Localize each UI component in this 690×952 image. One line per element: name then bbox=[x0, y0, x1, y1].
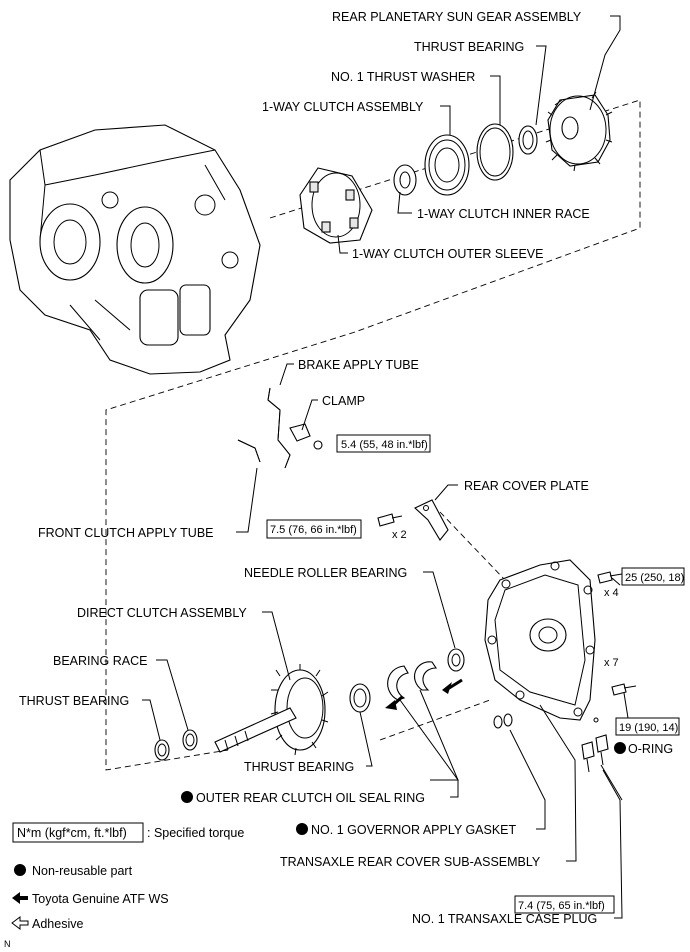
legend-torque-box-text: N*m (kgf*cm, ft.*lbf) bbox=[17, 826, 127, 840]
torque-box-cover-bolt-a bbox=[621, 567, 685, 586]
label-needle-roller: NEEDLE ROLLER BEARING bbox=[244, 566, 407, 580]
legend-nonreusable-icon bbox=[14, 864, 26, 876]
transaxle-rear-cover bbox=[484, 559, 596, 721]
torque-plate-bolt: 7.5 (76, 66 in.*lbf) bbox=[270, 524, 357, 536]
torque-cover-bolt-a: 25 (250, 18) bbox=[625, 572, 684, 584]
legend-nonreusable-text: Non-reusable part bbox=[32, 864, 133, 878]
legend-adhesive-text: Adhesive bbox=[32, 917, 83, 931]
label-oneway-inner-race: 1-WAY CLUTCH INNER RACE bbox=[417, 207, 590, 221]
rear-cover-plate bbox=[414, 499, 449, 541]
label-rear-cover-plate: REAR COVER PLATE bbox=[464, 479, 589, 493]
oneway-clutch-inner-race bbox=[393, 164, 417, 196]
label-front-clutch-tube: FRONT CLUTCH APPLY TUBE bbox=[38, 526, 214, 540]
legend-atf-text: Toyota Genuine ATF WS bbox=[32, 892, 169, 906]
torque-box-plug bbox=[514, 895, 615, 914]
count-cover-bolt-b: x 7 bbox=[604, 657, 619, 669]
label-oring: O-RING bbox=[628, 742, 673, 756]
clamp-part bbox=[289, 423, 323, 450]
rear-planetary-sun-gear bbox=[545, 91, 613, 172]
label-thrust-bearing-top: THRUST BEARING bbox=[414, 40, 524, 54]
oneway-clutch-assembly bbox=[424, 134, 470, 196]
governor-apply-gaskets bbox=[493, 713, 513, 729]
label-case-plug: NO. 1 TRANSAXLE CASE PLUG bbox=[412, 912, 597, 926]
torque-box-plate-bolt bbox=[266, 519, 362, 539]
label-clamp: CLAMP bbox=[322, 394, 365, 408]
bearing-race bbox=[182, 729, 198, 751]
label-bearing-race: BEARING RACE bbox=[53, 654, 147, 668]
outer-seal-rings bbox=[387, 661, 438, 701]
legend-torque-text: : Specified torque bbox=[147, 826, 244, 840]
torque-box-clamp-bolt bbox=[336, 434, 431, 453]
label-governor-gasket: NO. 1 GOVERNOR APPLY GASKET bbox=[311, 823, 517, 837]
front-clutch-apply-tube bbox=[237, 439, 261, 463]
leader-lines bbox=[142, 15, 623, 919]
label-outer-seal: OUTER REAR CLUTCH OIL SEAL RING bbox=[196, 791, 425, 805]
transaxle-case-illustration bbox=[9, 124, 261, 375]
atf-arrows bbox=[385, 678, 463, 710]
torque-plug: 7.4 (75, 65 in.*lbf) bbox=[518, 900, 605, 912]
legend-adhesive-icon bbox=[11, 916, 29, 930]
corner-mark: N bbox=[4, 939, 11, 949]
label-rear-planetary: REAR PLANETARY SUN GEAR ASSEMBLY bbox=[332, 10, 582, 24]
count-cover-bolt-a: x 4 bbox=[604, 587, 619, 599]
label-brake-apply-tube: BRAKE APPLY TUBE bbox=[298, 358, 419, 372]
needle-roller-bearing bbox=[447, 648, 465, 672]
nonreusable-markers bbox=[181, 742, 626, 835]
legend-torque-box bbox=[12, 822, 144, 843]
count-plate-bolt: x 2 bbox=[392, 529, 407, 541]
torque-values: 5.4 (55, 48 in.*lbf) 7.5 (76, 66 in.*lbf… bbox=[270, 439, 684, 912]
torque-boxes bbox=[12, 434, 685, 914]
plate-bolt bbox=[377, 513, 403, 527]
brake-apply-tube bbox=[267, 387, 291, 469]
legend: N*m (kgf*cm, ft.*lbf) : Specified torque… bbox=[4, 826, 244, 949]
oneway-clutch-outer-sleeve bbox=[299, 167, 373, 244]
cover-bolts bbox=[597, 571, 637, 696]
thrust-bearing-mid bbox=[349, 683, 371, 713]
torque-box-cover-bolt-b bbox=[615, 717, 680, 736]
torque-clamp-bolt: 5.4 (55, 48 in.*lbf) bbox=[341, 439, 428, 451]
direct-clutch-assembly bbox=[214, 664, 329, 756]
label-thrust-washer: NO. 1 THRUST WASHER bbox=[331, 70, 475, 84]
thrust-bearing-left bbox=[154, 739, 170, 761]
thrust-bearing-top bbox=[518, 125, 538, 155]
legend-atf-icon bbox=[12, 892, 28, 904]
no1-thrust-washer bbox=[476, 123, 514, 181]
transaxle-case-plugs bbox=[581, 717, 609, 773]
label-oneway-clutch-asm: 1-WAY CLUTCH ASSEMBLY bbox=[262, 100, 424, 114]
torque-cover-bolt-b: 19 (190, 14) bbox=[619, 722, 678, 734]
label-thrust-bearing-left: THRUST BEARING bbox=[19, 694, 129, 708]
label-direct-clutch: DIRECT CLUTCH ASSEMBLY bbox=[77, 606, 247, 620]
label-thrust-bearing-mid: THRUST BEARING bbox=[244, 760, 354, 774]
part-labels: REAR PLANETARY SUN GEAR ASSEMBLY THRUST … bbox=[19, 10, 673, 926]
label-rear-cover-asm: TRANSAXLE REAR COVER SUB-ASSEMBLY bbox=[280, 855, 541, 869]
label-oneway-outer-sleeve: 1-WAY CLUTCH OUTER SLEEVE bbox=[352, 247, 543, 261]
